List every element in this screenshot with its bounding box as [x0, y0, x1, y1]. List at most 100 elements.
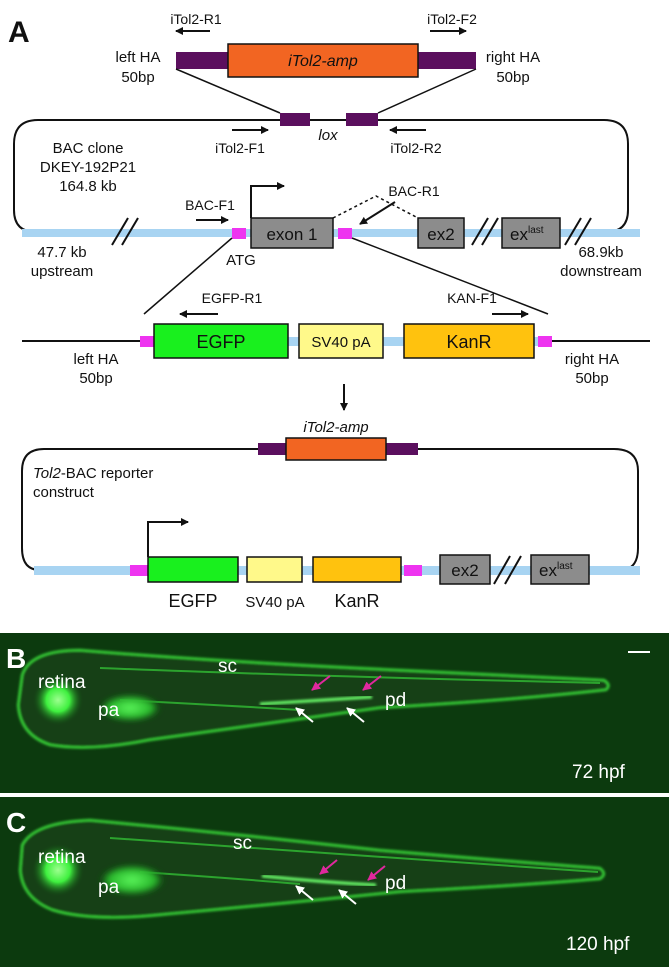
micrograph-c — [0, 797, 669, 967]
cassette-right-ha-label: right HA — [565, 351, 619, 368]
final-title: Tol2-BAC reporter — [33, 465, 153, 482]
b-white-arrow-2 — [346, 707, 365, 723]
cassette-left-ha-label: left HA — [73, 351, 118, 368]
exlast-box — [501, 217, 561, 249]
final-loop-right — [418, 448, 639, 571]
final-tss-arrow — [147, 518, 189, 557]
ha-line-left — [143, 237, 233, 315]
c-retina-label: retina — [38, 847, 86, 868]
sv40-label: SV40 pA — [311, 334, 370, 351]
right-ha-bar — [418, 52, 476, 69]
downstream-label: downstream — [560, 263, 642, 280]
larva-b-pa — [98, 694, 162, 722]
b-white-arrow-1 — [295, 707, 314, 723]
kan-f1-label: KAN-F1 — [447, 290, 497, 306]
final-egfp-box — [147, 556, 239, 583]
atg-label: ATG — [226, 252, 256, 269]
recomb-line-left — [175, 68, 281, 114]
panel-c-letter: C — [6, 807, 26, 838]
final-exlast-box — [530, 554, 590, 585]
larva-c-body — [18, 818, 605, 919]
itol2-amp-label: iTol2-amp — [288, 53, 358, 70]
left-ha-label: left HA — [115, 49, 160, 66]
bac-clone-id: DKEY-192P21 — [40, 159, 136, 176]
cassette-left-ha — [140, 336, 154, 347]
left-ha-bar — [176, 52, 228, 69]
ex2-box — [417, 217, 465, 249]
sv40-box — [298, 323, 384, 359]
itol2-r2-label: iTol2-R2 — [390, 140, 442, 156]
panel-a-letter: A — [8, 16, 30, 49]
bac-clone-label: BAC clone — [53, 140, 124, 157]
c-sc-label: sc — [233, 833, 252, 854]
b-magenta-arrow-1 — [311, 675, 331, 691]
cassette-right-ha-len: 50bp — [575, 370, 608, 387]
c-magenta-arrow-2 — [367, 865, 386, 881]
itol2-amp-box — [227, 43, 419, 78]
final-ex2-box — [439, 554, 491, 585]
ha-line-right — [351, 237, 549, 315]
final-kanr-label: KanR — [334, 591, 379, 611]
c-stage-label: 120 hpf — [566, 934, 630, 955]
c-white-arrow-2 — [338, 889, 357, 905]
break-mark-1a — [111, 217, 129, 246]
b-pd-label: pd — [385, 690, 406, 711]
final-right-ha — [386, 443, 418, 455]
right-ha-site — [338, 228, 352, 239]
c-magenta-arrow-1 — [319, 859, 338, 875]
exon1-box — [250, 217, 334, 249]
b-magenta-arrow-2 — [362, 675, 382, 691]
upstream-kb: 47.7 kb — [37, 244, 86, 261]
exon1-label: exon 1 — [266, 225, 317, 244]
final-sv40-label: SV40 pA — [245, 594, 304, 611]
downstream-kb: 68.9kb — [578, 244, 623, 261]
itol2-r1-label: iTol2-R1 — [170, 11, 222, 27]
bac-f1-label: BAC-F1 — [185, 197, 235, 213]
final-egfp-label: EGFP — [168, 591, 217, 611]
final-loop-left — [21, 448, 258, 571]
bac-loop-left — [13, 119, 280, 233]
left-ha-site — [232, 228, 246, 239]
egfp-r1-label: EGFP-R1 — [202, 290, 263, 306]
cassette-left-ha-len: 50bp — [79, 370, 112, 387]
right-ha-label: right HA — [486, 49, 540, 66]
larva-b-pd — [259, 695, 373, 706]
ex2-label: ex2 — [427, 225, 454, 244]
intron-dotted — [332, 195, 419, 219]
larva-b-body — [16, 648, 610, 749]
bac-loop-right — [378, 119, 629, 233]
final-exlast-label: exlast — [539, 561, 573, 580]
final-ha-left-site — [130, 565, 148, 576]
c-white-arrow-1 — [295, 885, 314, 901]
final-itol2-amp-box — [285, 437, 387, 461]
bac-r1-label: BAC-R1 — [388, 183, 440, 199]
tss-arrow — [250, 182, 285, 218]
break-mark-2b — [481, 217, 499, 246]
c-pd-label: pd — [385, 873, 406, 894]
bac-r1-arrow — [359, 201, 396, 225]
egfp-box — [153, 323, 289, 359]
kanr-label: KanR — [446, 332, 491, 352]
break-mark-1b — [121, 217, 139, 246]
final-ex2-label: ex2 — [451, 561, 478, 580]
itol2-f2-label: iTol2-F2 — [427, 11, 477, 27]
larva-c-pd — [261, 874, 377, 887]
final-sv40-box — [246, 556, 303, 583]
break-mark-3b — [574, 217, 592, 246]
cassette-right-ha — [538, 336, 552, 347]
exlast-label: exlast — [510, 225, 544, 244]
larva-c-sc-line — [109, 837, 599, 873]
break-mark-2a — [471, 217, 489, 246]
larva-c-pa — [98, 864, 166, 896]
larva-c-retina — [31, 843, 85, 897]
itol2-f1-label: iTol2-F1 — [215, 140, 265, 156]
lox-right-bar — [346, 113, 378, 126]
final-title-line2: construct — [33, 484, 95, 501]
micrograph-b — [0, 633, 669, 793]
upstream-label: upstream — [31, 263, 94, 280]
final-break-b — [504, 555, 522, 585]
final-kanr-box — [312, 556, 402, 583]
final-itol2-amp-label: iTol2-amp — [303, 419, 368, 436]
